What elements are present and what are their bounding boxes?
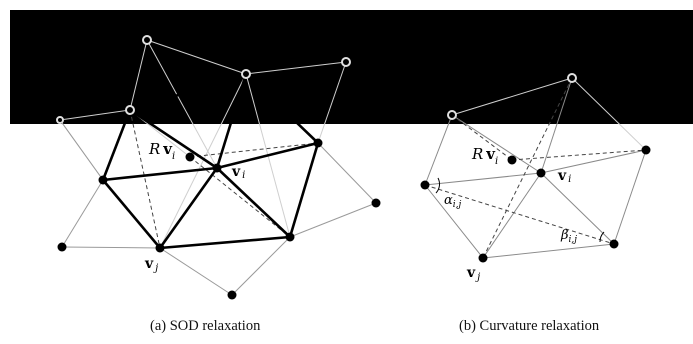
black-band (10, 10, 693, 124)
panel-b-vertices (420, 145, 651, 263)
panel-b-caption: (b) Curvature relaxation (459, 318, 600, 334)
panel-b-label-beta: βi,j (560, 228, 577, 245)
panel-a-caption: (a) SOD relaxation (150, 318, 261, 334)
panel-a-hollow-vertices (56, 35, 351, 124)
panel-a-vertices (57, 138, 381, 300)
panel-b-label-alpha: αi,j (444, 193, 462, 210)
panel-b-hollow-vertices (447, 73, 577, 120)
